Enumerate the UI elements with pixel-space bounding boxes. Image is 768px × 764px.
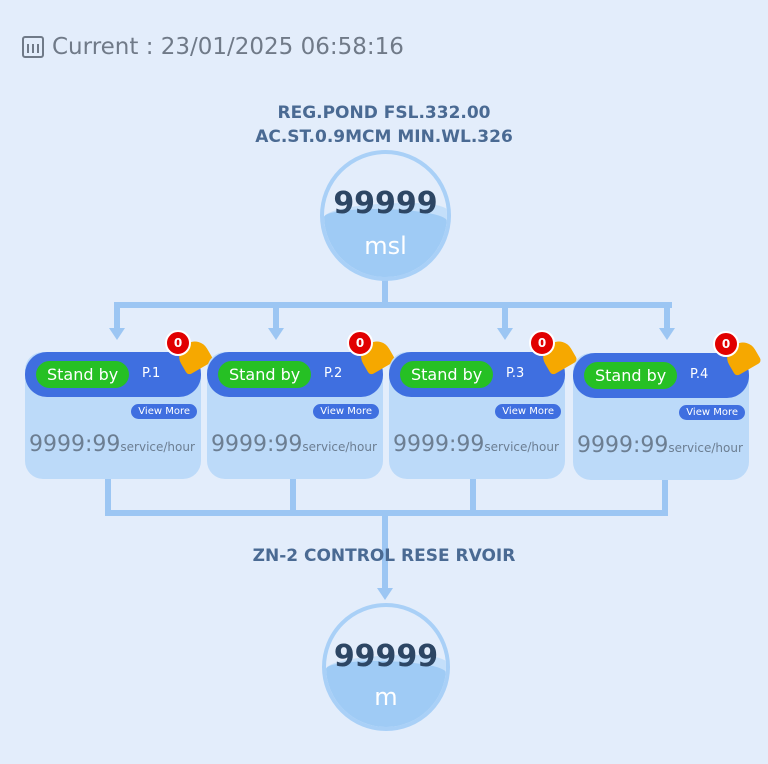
alert-count-badge: 0 [713, 331, 739, 357]
destination-title: ZN-2 CONTROL RESE RVOIR [252, 546, 516, 566]
arrow-down-icon [497, 328, 513, 340]
status-badge: Stand by [218, 361, 312, 388]
source-level-gauge: 99999 msl [320, 150, 451, 281]
source-title-1: REG.POND FSL.332.00 [277, 103, 491, 123]
destination-level-gauge: 99999 m [322, 603, 450, 731]
alert-count-badge: 0 [347, 330, 373, 356]
pipe [382, 270, 388, 306]
pump-id: P.2 [324, 366, 343, 381]
destination-level-unit: m [374, 683, 398, 711]
service-hours: 9999:99service/hour [211, 432, 377, 457]
current-time-label: Current : 23/01/2025 06:58:16 [52, 34, 404, 60]
pump-card-2: Stand by P.2 0 View More 9999:99service/h… [207, 330, 396, 479]
destination-level-value: 99999 [333, 639, 439, 674]
pipe [114, 302, 672, 308]
pipe [502, 302, 508, 330]
source-level-unit: msl [364, 232, 407, 260]
alert-count-badge: 0 [529, 330, 555, 356]
pipe [105, 478, 111, 514]
pipe [470, 478, 476, 514]
status-badge: Stand by [36, 361, 130, 388]
pump-card-4: Stand by P.4 0 View More 9999:99service/h… [573, 331, 762, 480]
pipe [662, 480, 668, 514]
current-time: Current : 23/01/2025 06:58:16 [22, 34, 404, 60]
service-hours: 9999:99service/hour [577, 433, 743, 458]
pump-card-3: Stand by P.3 0 View More 9999:99service/h… [389, 330, 578, 479]
pump-id: P.4 [690, 367, 709, 382]
alert-count-badge: 0 [165, 330, 191, 356]
source-title-2: AC.ST.0.9MCM MIN.WL.326 [255, 127, 513, 147]
status-badge: Stand by [400, 361, 494, 388]
view-more-button[interactable]: View More [131, 404, 197, 419]
arrow-down-icon [659, 328, 675, 340]
arrow-down-icon [109, 328, 125, 340]
service-hours: 9999:99service/hour [393, 432, 559, 457]
pipe [273, 302, 279, 330]
view-more-button[interactable]: View More [495, 404, 561, 419]
pump-card-1: Stand by P.1 0 View More 9999:99service/h… [25, 330, 214, 479]
service-hours: 9999:99service/hour [29, 432, 195, 457]
arrow-down-icon [268, 328, 284, 340]
arrow-down-icon [377, 588, 393, 600]
source-level-value: 99999 [333, 186, 438, 221]
view-more-button[interactable]: View More [679, 405, 745, 420]
calendar-icon [22, 36, 44, 58]
pipe [114, 302, 120, 330]
pipe [290, 478, 296, 514]
pump-id: P.1 [142, 366, 161, 381]
pump-id: P.3 [506, 366, 525, 381]
view-more-button[interactable]: View More [313, 404, 379, 419]
pipe [664, 302, 670, 330]
pipe [382, 510, 388, 590]
status-badge: Stand by [584, 362, 678, 389]
